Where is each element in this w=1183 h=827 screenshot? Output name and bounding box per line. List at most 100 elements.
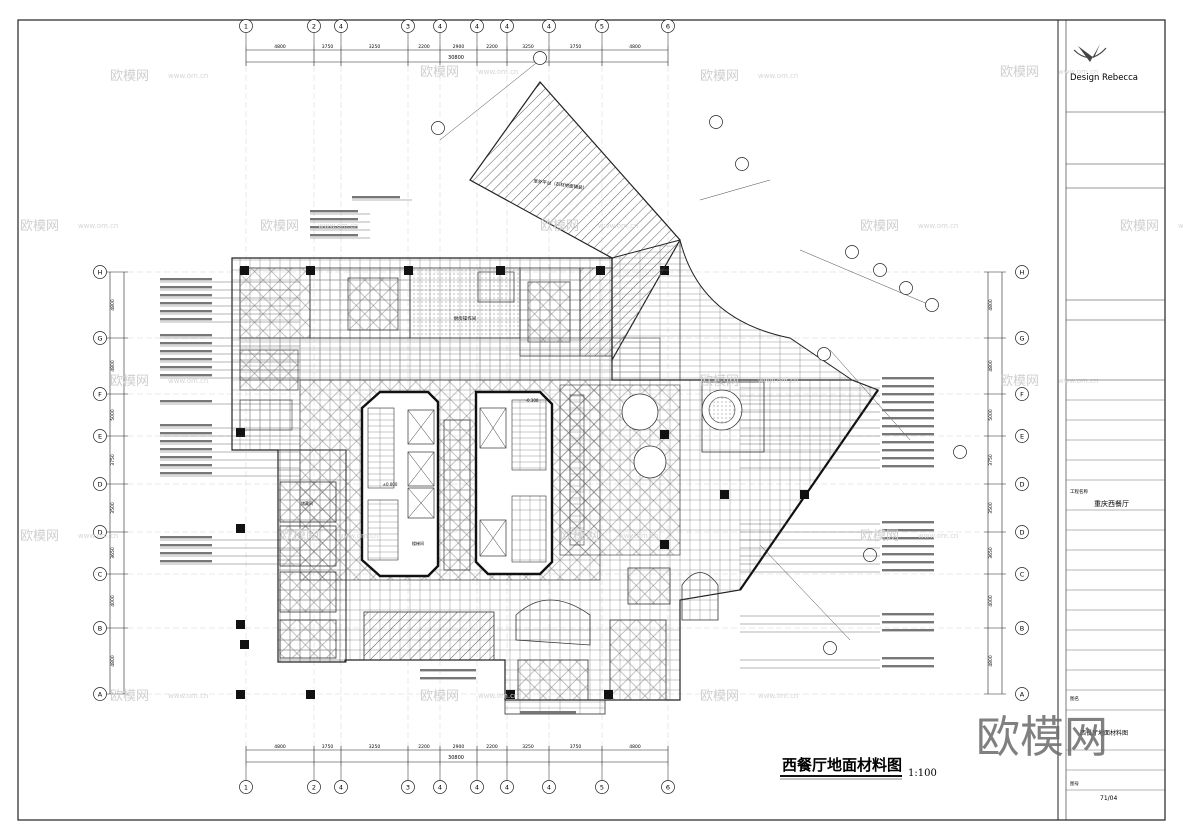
grid-bubble-label: D xyxy=(1019,481,1024,489)
callout-text-bar xyxy=(882,425,934,428)
dim-value: 3250 xyxy=(522,744,534,750)
callout-text-bar xyxy=(882,629,934,632)
callout-text-bar xyxy=(882,393,934,396)
room-label-store: 储藏间 xyxy=(301,500,313,506)
material-callouts xyxy=(160,196,934,714)
watermark-tile: 欧模网 xyxy=(20,219,59,234)
grid-bubble xyxy=(1015,477,1029,491)
grid-bubble-label: 5 xyxy=(600,784,604,792)
watermark-url: www.om.cn xyxy=(168,377,208,385)
grid-bubble-label: 4 xyxy=(475,23,479,31)
diagonal-bubbles xyxy=(431,51,967,655)
grid-bubble-label: E xyxy=(1020,433,1024,441)
elev-label-1: ±0.000 xyxy=(383,482,398,487)
watermark-url: www.om.cn xyxy=(758,377,798,385)
dim-value: 4800 xyxy=(988,360,994,372)
watermark-url: www.om.cn xyxy=(78,532,118,540)
diagonal-bubble xyxy=(873,263,887,277)
diagonal-bubble xyxy=(925,298,939,312)
dim-value: 3750 xyxy=(570,744,582,750)
callout-text-bar xyxy=(352,196,400,199)
column xyxy=(604,690,613,699)
diagonal-bubble xyxy=(953,445,967,459)
column xyxy=(800,490,809,499)
grid-bubble xyxy=(1015,331,1029,345)
grid-bubble-label: B xyxy=(98,625,102,633)
dim-value: 3250 xyxy=(369,744,381,750)
grid-bubble-label: C xyxy=(98,571,103,579)
callout-text-bar xyxy=(882,569,934,572)
dim-value: 4800 xyxy=(110,655,116,667)
dim-value: 5000 xyxy=(110,409,116,421)
grid-bubble xyxy=(93,477,107,491)
watermark-tile: 欧模网 xyxy=(1000,65,1039,80)
dim-value: 4800 xyxy=(988,655,994,667)
callout-text-bar xyxy=(160,294,212,297)
watermark-tile: 欧模网 xyxy=(420,65,459,80)
watermark-tile: 欧模网 xyxy=(1120,219,1159,234)
diagonal-bubble xyxy=(533,51,547,65)
callout-text-bar xyxy=(882,621,934,624)
callout-text-bar xyxy=(882,385,934,388)
corridor-row xyxy=(239,337,661,381)
watermark-tile: 欧模网 xyxy=(1000,374,1039,389)
watermark-url: www.om.cn xyxy=(78,222,118,230)
callout-text-bar xyxy=(882,521,934,524)
top-total-dim: 30800 xyxy=(448,55,464,61)
watermark-tile: 欧模网 xyxy=(110,69,149,84)
room-label-stair: 楼梯间 xyxy=(412,540,424,546)
column xyxy=(596,266,605,275)
grid-bubble-label: 2 xyxy=(312,23,316,31)
callout-text-bar xyxy=(882,529,934,532)
callout-text-bar xyxy=(882,449,934,452)
grid-bubble-label: 1 xyxy=(244,784,248,792)
grid-bubble-label: 1 xyxy=(244,23,248,31)
dim-value: 5000 xyxy=(988,409,994,421)
drawing-title: 西餐厅地面材料图 1:100 xyxy=(780,756,937,780)
bottom-total-dim: 30800 xyxy=(448,755,464,761)
dim-value: 3650 xyxy=(988,547,994,559)
callout-text-bar xyxy=(310,234,358,237)
room-label-kitchen: 厨房操作间 xyxy=(454,315,477,322)
watermark-tile: 欧模网 xyxy=(110,689,149,704)
column xyxy=(236,620,245,629)
callout-text-bar xyxy=(160,552,212,555)
dim-value: 3750 xyxy=(110,454,116,466)
grid-bubble xyxy=(93,621,107,635)
diagonal-bubble xyxy=(899,281,913,295)
watermark-tile: 欧模网 xyxy=(560,529,599,544)
drawing-name: 西餐厅地面材料图 xyxy=(1080,729,1128,737)
callout-text-bar xyxy=(882,613,934,616)
callout-text-bar xyxy=(160,278,212,281)
sheet-label: 图号 xyxy=(1070,781,1079,787)
grid-bubble-label: 4 xyxy=(438,23,442,31)
watermark-url: www.om.cn xyxy=(478,68,518,76)
dim-value: 4800 xyxy=(629,744,641,750)
room-bottom-mid xyxy=(363,611,495,661)
dim-value: 3250 xyxy=(522,44,534,50)
dim-value: 3750 xyxy=(988,454,994,466)
dim-value: 2900 xyxy=(453,744,465,750)
watermark-tile: 欧模网 xyxy=(540,219,579,234)
diagonal-bubble xyxy=(709,115,723,129)
grid-bubble xyxy=(93,331,107,345)
room-right-low xyxy=(627,567,671,605)
watermark-tile: 欧模网 xyxy=(20,529,59,544)
title-block: Design Rebecca 工程名称 重庆西餐厅 图名 西餐厅地面材料图 图号… xyxy=(1066,44,1165,802)
grid-bubble-label: C xyxy=(1020,571,1025,579)
columns xyxy=(236,266,809,699)
callout-text-bar xyxy=(160,544,212,547)
room-lower-1 xyxy=(279,481,337,523)
room-lower-3 xyxy=(279,571,337,613)
grid-bubble xyxy=(93,687,107,701)
grid-bubble-label: 4 xyxy=(339,784,343,792)
grid-bubble xyxy=(1015,429,1029,443)
company-name: Design Rebecca xyxy=(1070,73,1138,83)
grid-bubble-label: D xyxy=(97,529,102,537)
grid-bubble-label: 3 xyxy=(406,784,410,792)
diagonal-bubble xyxy=(817,347,831,361)
grid-bubble-label: G xyxy=(1019,335,1024,343)
grid-bubble-label: 4 xyxy=(547,23,551,31)
